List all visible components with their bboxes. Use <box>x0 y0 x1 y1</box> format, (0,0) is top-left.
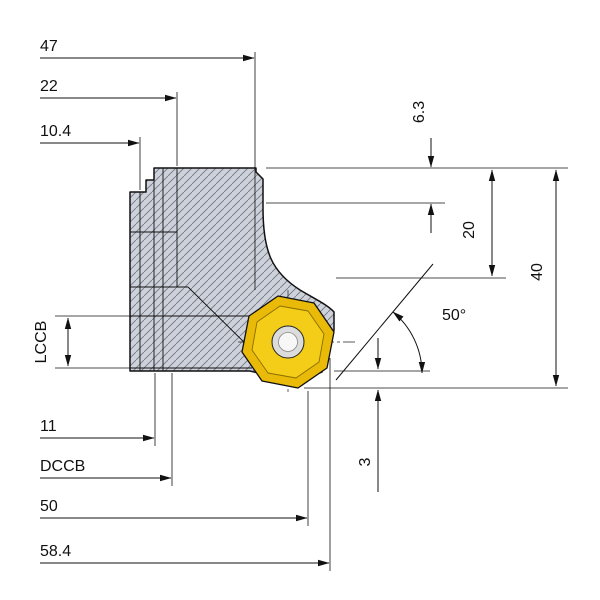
dim-40: 40 <box>529 169 560 387</box>
dim-11: 11 <box>40 373 156 446</box>
dim-50deg-flank-line <box>335 263 434 381</box>
dim-50-label: 50 <box>40 498 58 515</box>
dim-20: 20 <box>461 169 496 277</box>
dim-3: 3 <box>357 338 382 492</box>
dim-22-label: 22 <box>40 78 58 95</box>
dim-10-4-label: 10.4 <box>40 123 71 140</box>
dim-dccb: DCCB <box>40 373 173 486</box>
dim-20-label: 20 <box>461 221 478 239</box>
dim-lccb: LCCB <box>33 317 72 367</box>
dim-47-label: 47 <box>40 38 58 55</box>
dim-58-4-label: 58.4 <box>40 543 71 560</box>
dim-angle-50: 50° <box>335 263 466 381</box>
dim-3-label: 3 <box>357 457 374 466</box>
dim-11-label: 11 <box>40 418 57 435</box>
insert-seat-line <box>187 286 253 351</box>
dim-10-4: 10.4 <box>40 123 141 190</box>
dim-40-label: 40 <box>529 263 546 281</box>
dim-dccb-label: DCCB <box>40 458 85 475</box>
dim-47: 47 <box>40 38 256 290</box>
dim-50: 50 <box>40 391 309 526</box>
dim-22: 22 <box>40 78 178 166</box>
dim-58-4: 58.4 <box>40 358 331 571</box>
dim-6-3: 6.3 <box>411 101 435 233</box>
dim-50deg-label: 50° <box>442 307 466 324</box>
milling-insert <box>238 290 356 394</box>
dim-6-3-label: 6.3 <box>411 101 428 123</box>
dim-50deg-arc <box>392 311 426 374</box>
insert-screw-hole-center <box>278 332 298 352</box>
dim-lccb-label: LCCB <box>33 321 50 364</box>
